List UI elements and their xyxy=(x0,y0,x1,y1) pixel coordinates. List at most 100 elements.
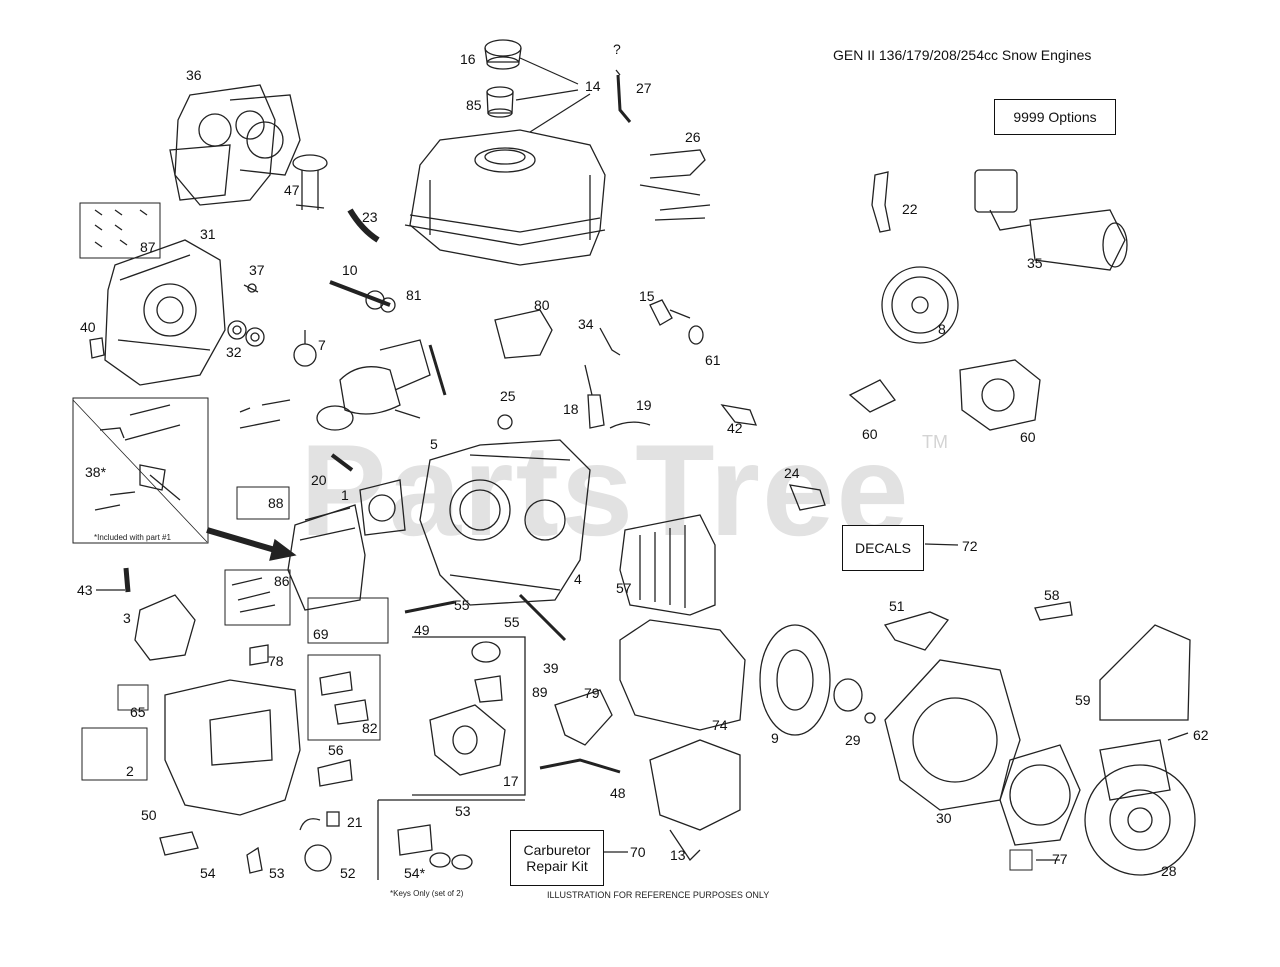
callout-label: 30 xyxy=(936,810,952,826)
callout-label: 77 xyxy=(1052,851,1068,867)
callout-label: 39 xyxy=(543,660,559,676)
piston-part xyxy=(316,339,431,431)
diagram-title: GEN II 136/179/208/254cc Snow Engines xyxy=(833,47,1092,63)
callout-label: 23 xyxy=(362,209,378,225)
callout-label: 55 xyxy=(454,597,470,613)
fuel-tank-part xyxy=(404,129,606,266)
callout-label: 29 xyxy=(845,732,861,748)
callout-label: 52 xyxy=(340,865,356,881)
callout-label: 37 xyxy=(249,262,265,278)
engine-block-part xyxy=(419,439,591,606)
callout-label: 19 xyxy=(636,397,652,413)
callout-label: 28 xyxy=(1161,863,1177,879)
callout-label: 21 xyxy=(347,814,363,830)
callout-label: 25 xyxy=(500,388,516,404)
camshaft-part xyxy=(329,280,396,313)
callout-label: 54* xyxy=(404,865,426,881)
callout-label: 8 xyxy=(938,321,946,337)
callout-label: 89 xyxy=(532,684,548,700)
callout-label: 35 xyxy=(1027,255,1043,271)
callout-label: 22 xyxy=(902,201,918,217)
callout-label: 5 xyxy=(430,436,438,452)
options-box: 9999 Options xyxy=(994,99,1116,135)
callout-label: 86 xyxy=(274,573,290,589)
callout-label: 18 xyxy=(563,401,579,417)
callout-label: 24 xyxy=(784,465,800,481)
engine-shroud-part xyxy=(164,679,301,816)
reference-only-note: ILLUSTRATION FOR REFERENCE PURPOSES ONLY xyxy=(547,890,770,900)
carb-kit-line2: Repair Kit xyxy=(526,858,588,874)
callout-label: 78 xyxy=(268,653,284,669)
carburetor-part xyxy=(429,704,506,776)
callout-label: 85 xyxy=(466,97,482,113)
callout-label: 80 xyxy=(534,297,550,313)
callout-label: 17 xyxy=(503,773,519,789)
callout-label: 87 xyxy=(140,239,156,255)
callout-label: 9 xyxy=(771,730,779,746)
blower-housing-part xyxy=(884,659,1021,811)
callout-label: 32 xyxy=(226,344,242,360)
trademark-mark: TM xyxy=(922,432,948,452)
callout-label: 42 xyxy=(727,420,743,436)
callout-label: 58 xyxy=(1044,587,1060,603)
callout-label: 36 xyxy=(186,67,202,83)
callout-label: 57 xyxy=(616,580,632,596)
callout-label: 40 xyxy=(80,319,96,335)
flywheel-part xyxy=(881,266,959,344)
fuel-filter-part xyxy=(486,86,514,118)
callout-label: 13 xyxy=(670,847,686,863)
callout-label: 82 xyxy=(362,720,378,736)
callout-label: 38* xyxy=(85,464,107,480)
callout-label: 54 xyxy=(200,865,216,881)
callout-label: 1 xyxy=(341,487,349,503)
carburetor-repair-kit-box: Carburetor Repair Kit xyxy=(510,830,604,886)
fuel-cap-part xyxy=(484,39,522,70)
control-panel-part xyxy=(649,739,741,862)
callout-label: 60 xyxy=(1020,429,1036,445)
decals-box: DECALS xyxy=(842,525,924,571)
fan-part xyxy=(759,624,831,736)
callout-label: 48 xyxy=(610,785,626,801)
callout-label: 51 xyxy=(889,598,905,614)
callout-label: 62 xyxy=(1193,727,1209,743)
callout-label: 55 xyxy=(504,614,520,630)
callout-label: 15 xyxy=(639,288,655,304)
callout-label: 69 xyxy=(313,626,329,642)
carb-kit-line1: Carburetor xyxy=(523,842,591,858)
callout-label: 7 xyxy=(318,337,326,353)
callout-label: 14 xyxy=(585,78,601,94)
gasket-set-part xyxy=(169,84,301,206)
callout-label: 53 xyxy=(455,803,471,819)
callout-label: 56 xyxy=(328,742,344,758)
callout-label: 4 xyxy=(574,571,582,587)
dipstick-part xyxy=(292,154,328,210)
callout-label: 65 xyxy=(130,704,146,720)
callout-label: ? xyxy=(613,41,621,57)
callout-label: 88 xyxy=(268,495,284,511)
callout-label: 3 xyxy=(123,610,131,626)
included-note: *Included with part #1 xyxy=(94,533,171,542)
callout-label: 31 xyxy=(200,226,216,242)
callout-label: 16 xyxy=(460,51,476,67)
callout-label: 20 xyxy=(311,472,327,488)
recoil-starter-part xyxy=(1084,739,1196,876)
callout-label: 47 xyxy=(284,182,300,198)
callout-label: 79 xyxy=(584,685,600,701)
electric-starter-part xyxy=(974,169,1128,271)
callout-label: 50 xyxy=(141,807,157,823)
callout-label: 81 xyxy=(406,287,422,303)
callout-label: 74 xyxy=(712,717,728,733)
callout-label: 43 xyxy=(77,582,93,598)
callout-label: 2 xyxy=(126,763,134,779)
callout-label: 72 xyxy=(962,538,978,554)
keys-only-note: *Keys Only (set of 2) xyxy=(390,889,464,898)
callout-label: 61 xyxy=(705,352,721,368)
callout-label: 53 xyxy=(269,865,285,881)
callout-label: 60 xyxy=(862,426,878,442)
callout-label: 70 xyxy=(630,844,646,860)
callout-label: 27 xyxy=(636,80,652,96)
crankcase-cover-part xyxy=(104,239,226,386)
callout-label: 49 xyxy=(414,622,430,638)
